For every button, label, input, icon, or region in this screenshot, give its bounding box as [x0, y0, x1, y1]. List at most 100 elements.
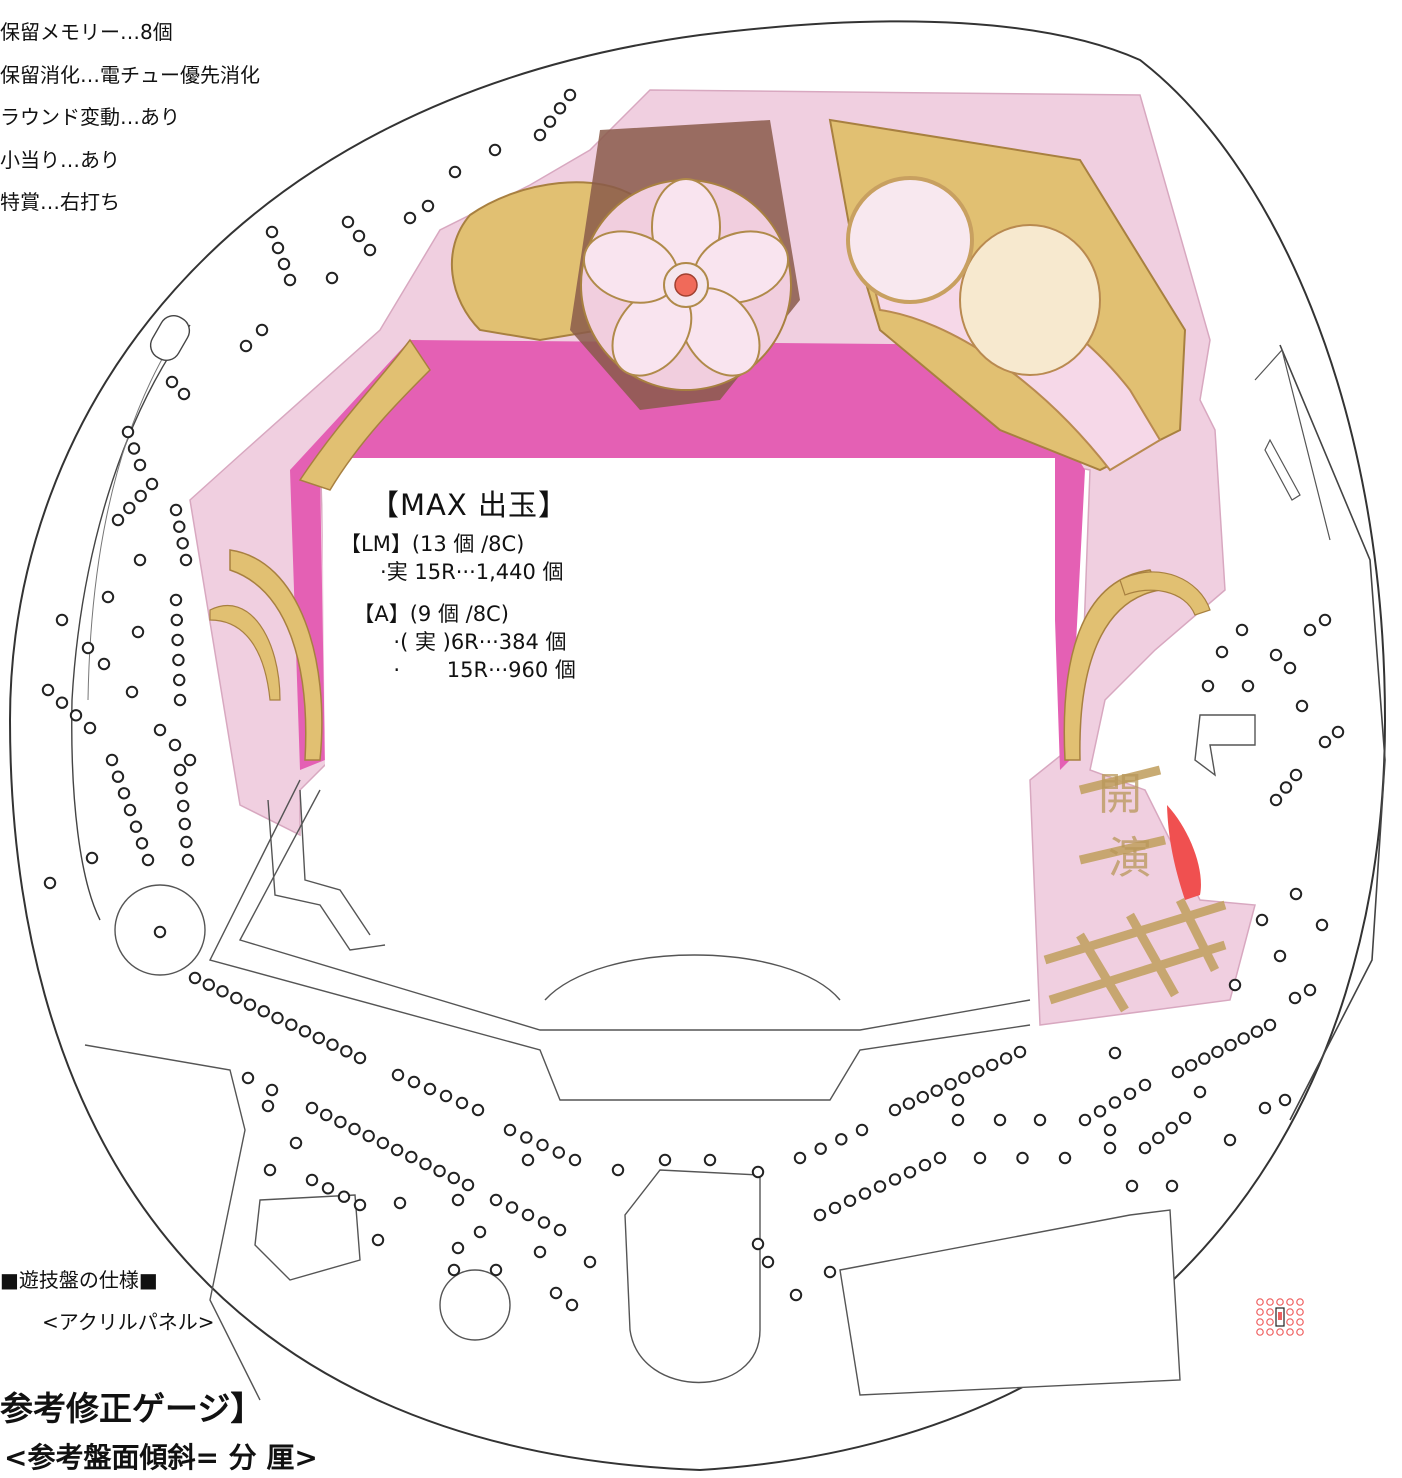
nail	[1279, 781, 1293, 794]
nail	[1255, 913, 1269, 927]
nail	[1058, 1151, 1072, 1165]
nail	[341, 215, 355, 229]
spec-line: ラウンド変動…あり	[0, 105, 180, 129]
nail	[1013, 1045, 1027, 1059]
nail	[488, 143, 502, 157]
nail	[111, 513, 125, 527]
nail	[553, 102, 567, 115]
main-screen	[322, 458, 1055, 1000]
nail	[986, 1058, 999, 1072]
nail	[823, 1265, 837, 1279]
logo-char-2: 演	[1108, 833, 1152, 884]
nail	[471, 1103, 485, 1117]
nail	[930, 1084, 943, 1097]
stage-outline	[208, 779, 1031, 1101]
nail	[1193, 1085, 1207, 1099]
nail	[1152, 1131, 1165, 1145]
nail	[371, 1233, 385, 1247]
nail	[993, 1113, 1007, 1127]
nail	[123, 501, 136, 515]
left-side-arc-2	[209, 604, 281, 701]
nail	[1237, 1032, 1250, 1045]
nail	[761, 1255, 775, 1269]
nail	[393, 1196, 407, 1210]
nail	[1108, 1096, 1122, 1109]
nail	[1223, 1133, 1237, 1147]
nail	[271, 1011, 284, 1025]
logo-char-1: 開	[1098, 769, 1142, 820]
red-attacker	[1167, 805, 1201, 900]
nail	[423, 1082, 437, 1096]
nail	[265, 225, 279, 239]
nail	[362, 1129, 375, 1143]
nail	[153, 925, 167, 939]
nail	[1228, 978, 1242, 992]
nail	[353, 1198, 367, 1212]
nail	[265, 1083, 279, 1097]
nail	[789, 1288, 803, 1302]
board-spec-label: ■遊技盤の仕様■	[0, 1268, 158, 1292]
nail	[1289, 768, 1303, 782]
nail	[334, 1115, 347, 1129]
nail	[814, 1142, 827, 1155]
nail	[1016, 1151, 1029, 1165]
nail	[216, 985, 229, 998]
nail	[1258, 1101, 1272, 1115]
nail	[127, 442, 141, 455]
nail	[1178, 1111, 1192, 1125]
max-payout-line: 【A】(9 個 /8C)	[340, 602, 509, 626]
nail	[171, 633, 184, 647]
nail	[873, 1180, 887, 1193]
nail	[1269, 648, 1283, 662]
nail	[169, 503, 183, 517]
nail	[447, 1263, 461, 1277]
nail	[461, 1178, 475, 1192]
nail	[1103, 1141, 1117, 1155]
nail	[55, 696, 69, 709]
nail	[563, 88, 577, 102]
nail	[202, 978, 216, 991]
nail	[473, 1225, 487, 1239]
nail	[177, 799, 190, 813]
nail	[1108, 1046, 1122, 1060]
nail	[325, 271, 339, 285]
nail	[1078, 1113, 1092, 1127]
nail	[503, 1123, 517, 1137]
ornament-left-swirl	[298, 338, 431, 491]
left-side-arc	[229, 549, 323, 761]
max-payout-spacer	[340, 586, 576, 600]
left-launch-rail	[71, 324, 191, 921]
nail	[505, 1201, 519, 1214]
max-payout-title: 【MAX 出玉】	[370, 488, 568, 522]
nail	[521, 1208, 535, 1222]
nail	[1165, 1121, 1178, 1135]
right-rail	[1279, 344, 1386, 1121]
nail	[176, 537, 189, 550]
max-payout-line: ·実 15R···1,440 個	[340, 560, 564, 584]
nail	[173, 763, 187, 777]
nail	[813, 1208, 827, 1222]
nail	[188, 971, 202, 985]
nail	[169, 593, 183, 607]
nail	[168, 738, 182, 752]
nail	[793, 1151, 807, 1165]
nail	[153, 723, 167, 737]
nail	[43, 876, 57, 890]
nail	[1283, 661, 1297, 675]
nail	[255, 323, 269, 337]
nail	[125, 685, 139, 699]
nail	[973, 1151, 987, 1165]
max-payout-line: 【LM】(13 個 /8C)	[340, 532, 525, 556]
right-rail-inner	[1254, 348, 1331, 541]
nail	[390, 1143, 404, 1157]
nail	[321, 1182, 335, 1195]
nail	[312, 1031, 325, 1045]
nail	[1303, 983, 1317, 997]
nail	[180, 835, 193, 849]
nail	[951, 1093, 965, 1107]
panel-label: <アクリルパネル>	[42, 1310, 215, 1334]
nail	[972, 1065, 985, 1078]
nail	[888, 1173, 902, 1186]
nail	[552, 1146, 565, 1159]
nail	[117, 787, 131, 800]
